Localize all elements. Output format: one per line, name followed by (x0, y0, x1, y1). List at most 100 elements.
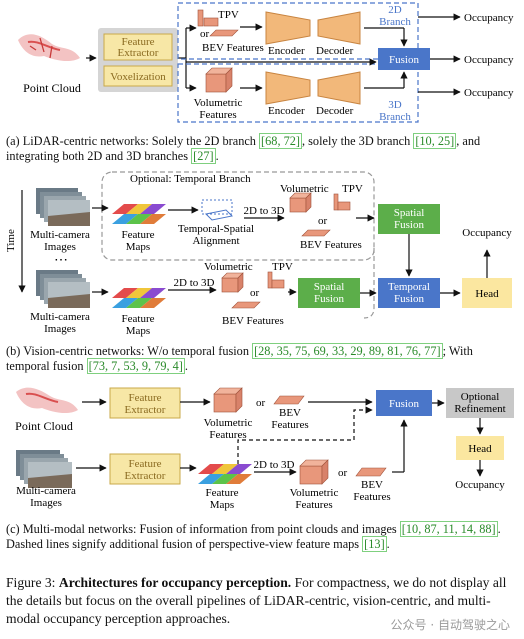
citation[interactable]: [27] (191, 148, 216, 164)
alignment-label-2: Alignment (192, 235, 239, 247)
optional-refinement-label-1: Optional (461, 391, 500, 403)
panel-c-diagram: Point Cloud Feature Extractor Volumetric… (15, 387, 514, 511)
volumetric-cube-c-top (213, 387, 243, 413)
tpv-label-b-top: TPV (342, 183, 363, 195)
time-label: Time (5, 229, 17, 252)
point-cloud-label-c: Point Cloud (15, 419, 73, 433)
fusion-box-a (378, 48, 430, 70)
bev-icon-a (209, 29, 239, 37)
feature-maps-bottom (112, 288, 166, 308)
panel-b-caption-text-2: ; With temporal fusion (6, 344, 473, 373)
two-d-to-three-d-bottom: 2D to 3D (174, 277, 215, 289)
volumetric-features-label-c-bottom-1: Volumetric (290, 487, 339, 499)
occupancy-label-c: Occupancy (455, 479, 505, 491)
bev-label-c-top-1: BEV (279, 407, 301, 419)
occupancy-label-b: Occupancy (462, 227, 512, 239)
multi-camera-label-top-1: Multi-camera (30, 229, 90, 241)
encoder-label-2d: Encoder (268, 45, 305, 57)
panel-a-caption-text-3: , and integrating both 2D and 3D branche… (6, 134, 481, 163)
head-box-b (462, 278, 512, 308)
fusion-box-c (376, 390, 432, 416)
multi-camera-label-bottom-1: Multi-camera (30, 311, 90, 323)
panel-c-caption: (c) Multi-modal networks: Fusion of info… (6, 521, 518, 552)
occupancy-label-a1: Occupancy (464, 12, 514, 24)
feature-extractor-label-2: Extractor (118, 47, 159, 59)
temporal-branch-region-lower (363, 248, 375, 319)
or-label-b-top: or (318, 215, 328, 227)
alignment-icon (201, 199, 234, 221)
two-d-to-three-d-c: 2D to 3D (254, 459, 295, 471)
feature-extractor-label-1: Feature (122, 36, 155, 48)
citation[interactable]: [13] (362, 536, 387, 552)
volumetric-cube-a (205, 67, 233, 93)
feature-extractor-label-c-bottom-2: Extractor (125, 470, 166, 482)
citation[interactable]: [73, 7, 53, 9, 79, 4] (86, 358, 185, 374)
volumetric-features-label-c-top-2: Features (209, 429, 246, 441)
optional-refinement-box (446, 388, 514, 418)
spatial-fusion-label-bottom-1: Spatial (314, 281, 345, 293)
volumetric-cube-b-bottom (221, 272, 244, 293)
branch-2d-label-2: Branch (379, 16, 411, 28)
spatial-fusion-label-top-1: Spatial (394, 207, 425, 219)
branch-3d-region (177, 63, 419, 123)
feature-maps-label-bottom-1: Feature (122, 313, 155, 325)
feature-maps-label-bottom-2: Maps (126, 325, 150, 337)
decoder-label-2d: Decoder (316, 45, 354, 57)
multi-camera-label-bottom-2: Images (44, 323, 76, 335)
volumetric-features-label-a-1: Volumetric (194, 97, 243, 109)
fusion-label-c: Fusion (389, 398, 419, 410)
spatial-fusion-box-top (378, 204, 440, 234)
bev-label-c-top-2: Features (271, 419, 308, 431)
decoder-2d-shape (317, 11, 361, 45)
encoder-3d-shape (265, 71, 311, 105)
ellipsis-dots: ⋯ (54, 253, 68, 268)
encoder-2d-shape (265, 11, 311, 45)
volumetric-features-label-a-2: Features (199, 109, 236, 121)
point-cloud-label: Point Cloud (23, 81, 81, 95)
figure-body: For compactness, we do not display all t… (6, 575, 507, 626)
branch-3d-label-1: 3D (388, 99, 402, 111)
tpv-icon (197, 9, 219, 27)
citation[interactable]: [68, 72] (259, 133, 302, 149)
multi-camera-images-c (16, 450, 72, 488)
tpv-icon-b-bottom (267, 271, 285, 289)
temporal-fusion-label-1: Temporal (388, 281, 430, 293)
panel-b-caption-text-3: . (184, 359, 188, 373)
citation[interactable]: [10, 87, 11, 14, 88] (399, 521, 498, 537)
feature-extractor-box (103, 33, 173, 61)
decoder-label-3d: Decoder (316, 105, 354, 117)
citation[interactable]: [10, 25] (413, 133, 457, 149)
branch-2d-region (177, 2, 419, 60)
panel-a-caption-text-2: , solely the 3D branch (301, 134, 414, 148)
bev-label-c-bottom-2: Features (353, 491, 390, 503)
multi-camera-label-c-2: Images (30, 497, 62, 509)
feature-maps-label-c-1: Feature (206, 487, 239, 499)
feature-maps-top (112, 204, 166, 224)
citation[interactable]: [28, 35, 75, 69, 33, 29, 89, 81, 76, 77] (252, 343, 443, 359)
panel-c-caption-text-2: . Dashed lines signify additional fusion… (6, 522, 501, 551)
spatial-fusion-label-top-2: Fusion (394, 219, 424, 231)
figure-title: Architectures for occupancy perception. (58, 575, 292, 590)
head-label-b: Head (475, 288, 499, 300)
multi-camera-images-top (36, 188, 90, 226)
panel-a-caption-text-1: (a) LiDAR-centric networks: Solely the 2… (6, 134, 260, 148)
point-cloud-image-c (16, 387, 78, 414)
volumetric-label-bottom: Volumetric (204, 261, 253, 273)
tpv-label-b-bottom: TPV (272, 261, 293, 273)
head-box-c (456, 436, 504, 460)
encoder-label-3d: Encoder (268, 105, 305, 117)
point-cloud-image (18, 34, 80, 62)
optional-temporal-label: Optional: Temporal Branch (130, 173, 251, 185)
feature-maps-label-c-2: Maps (210, 499, 234, 511)
temporal-fusion-box (378, 278, 440, 308)
bev-label-c-bottom-1: BEV (361, 479, 383, 491)
panel-b-caption: (b) Vision-centric networks: W/o tempora… (6, 343, 518, 374)
or-label-a: or (200, 28, 210, 40)
alignment-label-1: Temporal-Spatial (178, 223, 254, 235)
multi-camera-images-bottom (36, 270, 90, 308)
tpv-icon-b-top (333, 193, 351, 211)
figure-caption: Figure 3: Architectures for occupancy pe… (6, 574, 516, 628)
volumetric-features-label-c-top-1: Volumetric (204, 417, 253, 429)
feature-maps-label-top-1: Feature (122, 229, 155, 241)
or-label-c-bottom: or (338, 467, 348, 479)
